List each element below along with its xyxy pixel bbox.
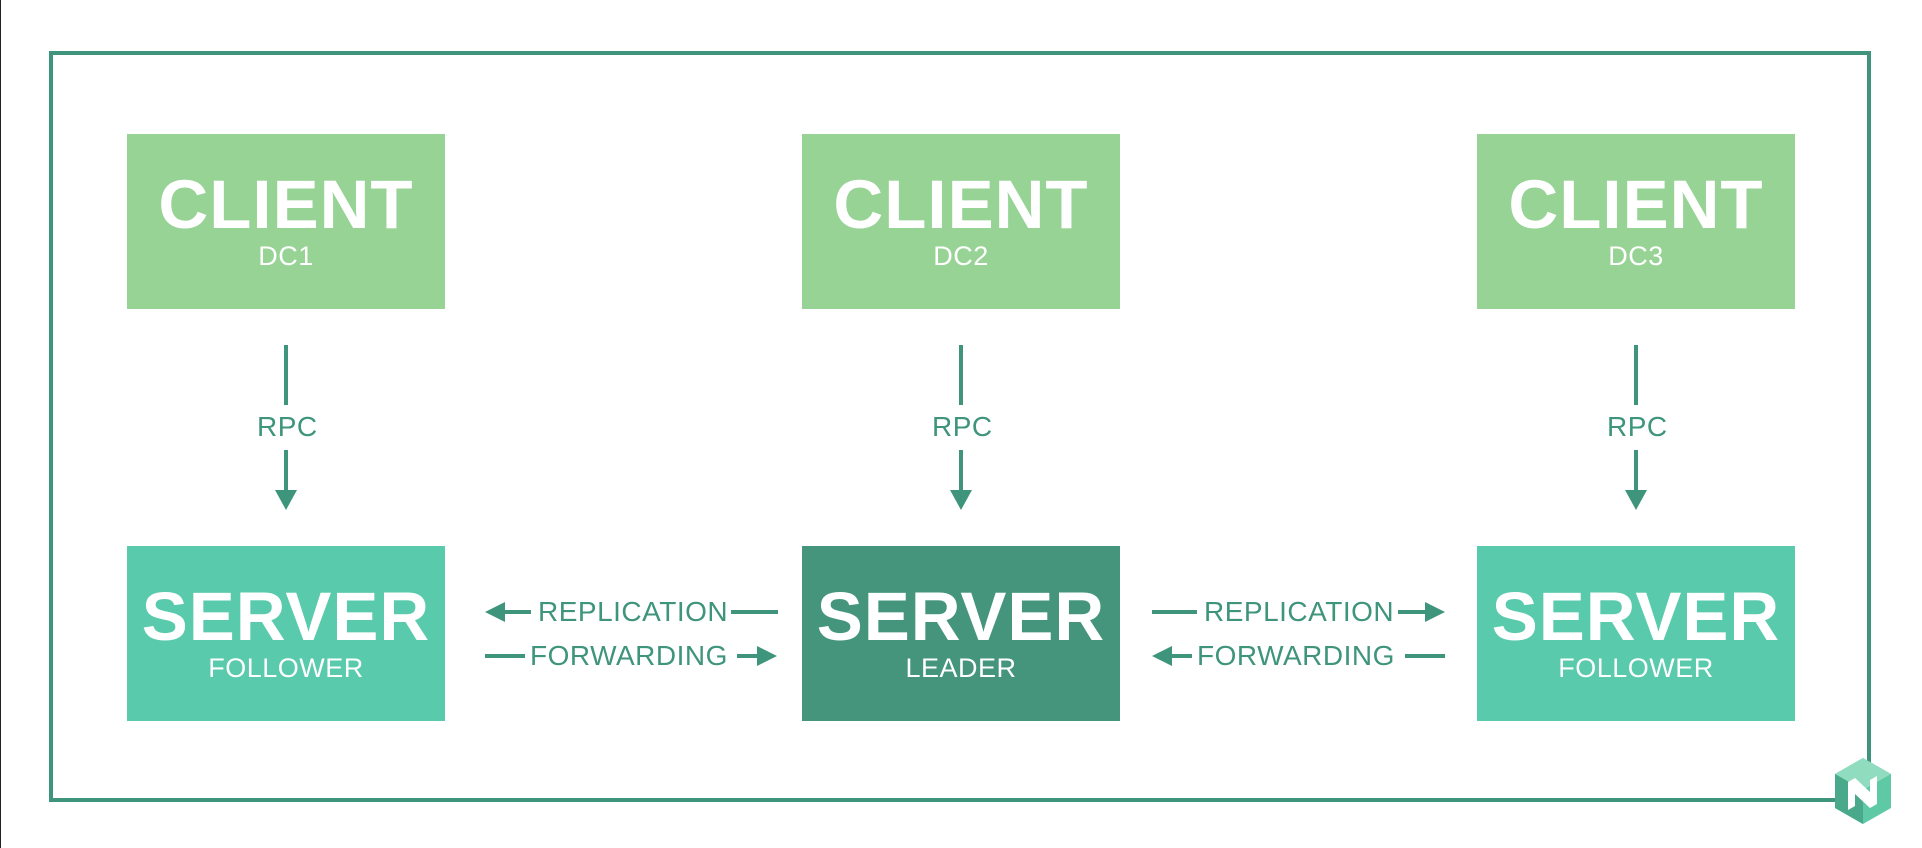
client-datacenter: DC2 bbox=[933, 240, 989, 271]
server-box-follower-left: SERVER FOLLOWER bbox=[127, 546, 445, 721]
diagram-frame bbox=[49, 51, 1871, 802]
client-title: CLIENT bbox=[1508, 165, 1764, 243]
forwarding-arrow-left-icon bbox=[1152, 646, 1172, 666]
forwarding-line-right-end bbox=[1405, 654, 1445, 658]
hexagon-n-logo-icon bbox=[1835, 758, 1891, 824]
rpc-line-dc1-bottom bbox=[284, 450, 288, 490]
rpc-line-dc3-top bbox=[1634, 345, 1638, 405]
replication-line-left-end bbox=[731, 610, 778, 614]
rpc-line-dc2-top bbox=[959, 345, 963, 405]
client-box-dc1: CLIENT DC1 bbox=[127, 134, 445, 309]
replication-line-right-end bbox=[1398, 610, 1426, 614]
rpc-arrow-down-icon bbox=[950, 490, 972, 510]
forwarding-label-left: FORWARDING bbox=[530, 640, 728, 671]
forwarding-label-right: FORWARDING bbox=[1197, 640, 1395, 671]
left-edge-rule bbox=[0, 0, 1, 848]
client-datacenter: DC3 bbox=[1608, 240, 1664, 271]
rpc-label-dc2: RPC bbox=[932, 411, 993, 442]
replication-arrow-right-icon bbox=[1425, 602, 1445, 622]
rpc-arrow-down-icon bbox=[1625, 490, 1647, 510]
replication-label-right: REPLICATION bbox=[1204, 596, 1395, 627]
server-role: FOLLOWER bbox=[1558, 652, 1714, 683]
server-role: LEADER bbox=[905, 652, 1017, 683]
forwarding-line-left-start bbox=[485, 654, 525, 658]
replication-label-left: REPLICATION bbox=[538, 596, 729, 627]
rpc-label-dc1: RPC bbox=[257, 411, 318, 442]
replication-line-right-start bbox=[1152, 610, 1197, 614]
rpc-line-dc2-bottom bbox=[959, 450, 963, 490]
rpc-line-dc1-top bbox=[284, 345, 288, 405]
forwarding-line-left-end bbox=[737, 654, 759, 658]
client-title: CLIENT bbox=[158, 165, 414, 243]
rpc-line-dc3-bottom bbox=[1634, 450, 1638, 490]
client-title: CLIENT bbox=[833, 165, 1089, 243]
server-title: SERVER bbox=[141, 577, 431, 655]
forwarding-line-right-start bbox=[1170, 654, 1192, 658]
replication-arrow-left-icon bbox=[485, 602, 505, 622]
server-role: FOLLOWER bbox=[208, 652, 364, 683]
replication-line-left-start bbox=[503, 610, 531, 614]
client-box-dc3: CLIENT DC3 bbox=[1477, 134, 1795, 309]
server-box-leader: SERVER LEADER bbox=[802, 546, 1120, 721]
forwarding-arrow-right-icon bbox=[757, 646, 777, 666]
server-title: SERVER bbox=[816, 577, 1106, 655]
client-box-dc2: CLIENT DC2 bbox=[802, 134, 1120, 309]
server-box-follower-right: SERVER FOLLOWER bbox=[1477, 546, 1795, 721]
rpc-arrow-down-icon bbox=[275, 490, 297, 510]
rpc-label-dc3: RPC bbox=[1607, 411, 1668, 442]
client-datacenter: DC1 bbox=[258, 240, 314, 271]
server-title: SERVER bbox=[1491, 577, 1781, 655]
